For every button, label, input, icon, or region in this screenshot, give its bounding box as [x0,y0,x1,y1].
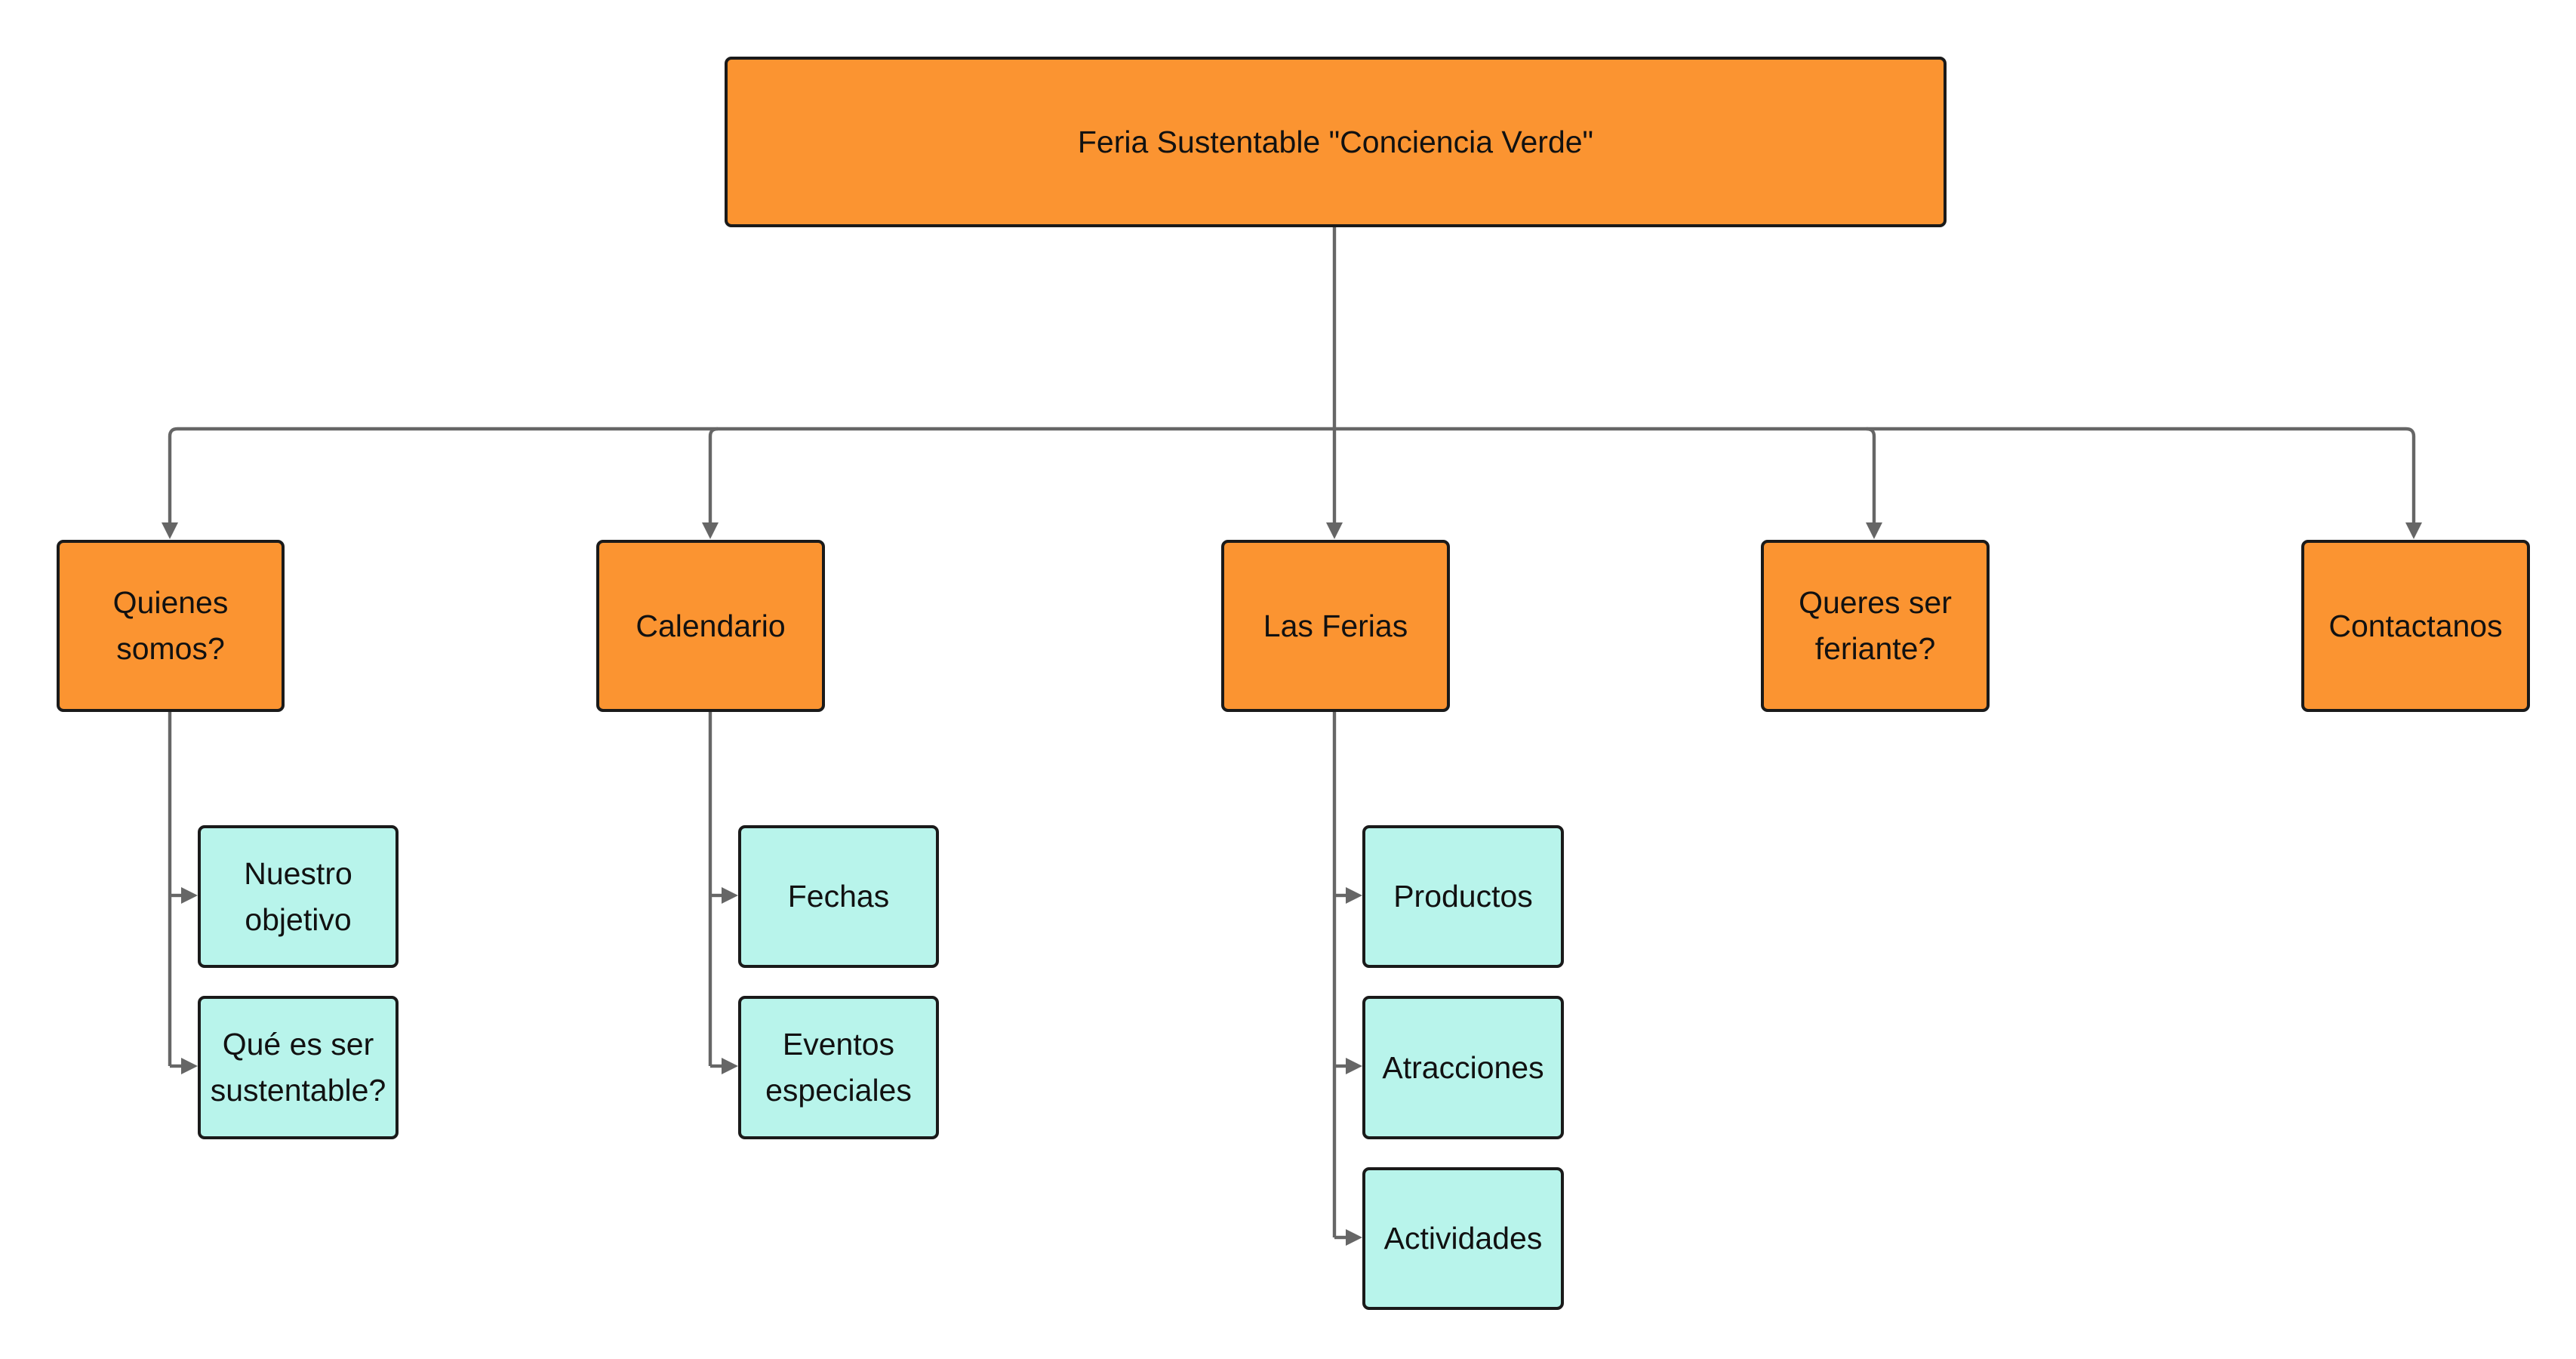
arrow-to-actividades [1346,1229,1362,1246]
node-calendario: Calendario [596,540,825,712]
arrow-to-quienes-somos [162,522,178,539]
connector-to-contactanos [2405,427,2416,522]
connector-to-queres-ser-feriante [1866,427,1876,522]
arrow-to-queres-ser-feriante [1866,522,1882,539]
connector-to-calendario [708,427,719,522]
node-atracciones-label: Atracciones [1382,1049,1544,1085]
node-actividades-label: Actividades [1383,1221,1543,1256]
arrow-to-fechas [722,887,738,904]
node-contactanos-label: Contactanos [2328,608,2503,643]
arrow-to-atracciones [1346,1058,1362,1074]
node-eventos-especiales-label: Eventos especiales [765,1027,912,1108]
node-calendario-label: Calendario [636,608,786,643]
node-quienes-somos-label: Quienes somos? [112,585,229,666]
node-fechas-label: Fechas [787,879,890,914]
node-eventos-especiales: Eventos especiales [738,996,939,1139]
arrow-to-que-es-ser-sustentable [181,1058,198,1074]
node-productos: Productos [1362,825,1564,968]
arrow-to-eventos-especiales [722,1058,738,1074]
node-nuestro-objetivo: Nuestro objetivo [198,825,399,968]
node-las-ferias-label: Las Ferias [1263,608,1408,643]
arrow-to-contactanos [2405,522,2422,539]
node-que-es-ser-sustentable-label: Qué es ser sustentable? [210,1027,386,1108]
root-node: Feria Sustentable "Conciencia Verde" [725,57,1947,227]
node-queres-ser-feriante-label: Queres ser feriante? [1799,585,1952,666]
arrow-to-las-ferias [1326,522,1343,539]
arrow-to-nuestro-objetivo [181,887,198,904]
node-las-ferias: Las Ferias [1221,540,1450,712]
node-quienes-somos: Quienes somos? [57,540,285,712]
node-fechas: Fechas [738,825,939,968]
node-atracciones: Atracciones [1362,996,1564,1139]
arrow-to-calendario [702,522,719,539]
node-productos-label: Productos [1393,879,1533,914]
node-actividades: Actividades [1362,1167,1564,1310]
node-que-es-ser-sustentable: Qué es ser sustentable? [198,996,399,1139]
node-contactanos: Contactanos [2301,540,2530,712]
connector-to-quienes-somos [168,427,178,522]
node-nuestro-objetivo-label: Nuestro objetivo [244,855,352,937]
root-node-label: Feria Sustentable "Conciencia Verde" [1077,124,1594,159]
arrow-to-productos [1346,887,1362,904]
node-queres-ser-feriante: Queres ser feriante? [1761,540,1990,712]
